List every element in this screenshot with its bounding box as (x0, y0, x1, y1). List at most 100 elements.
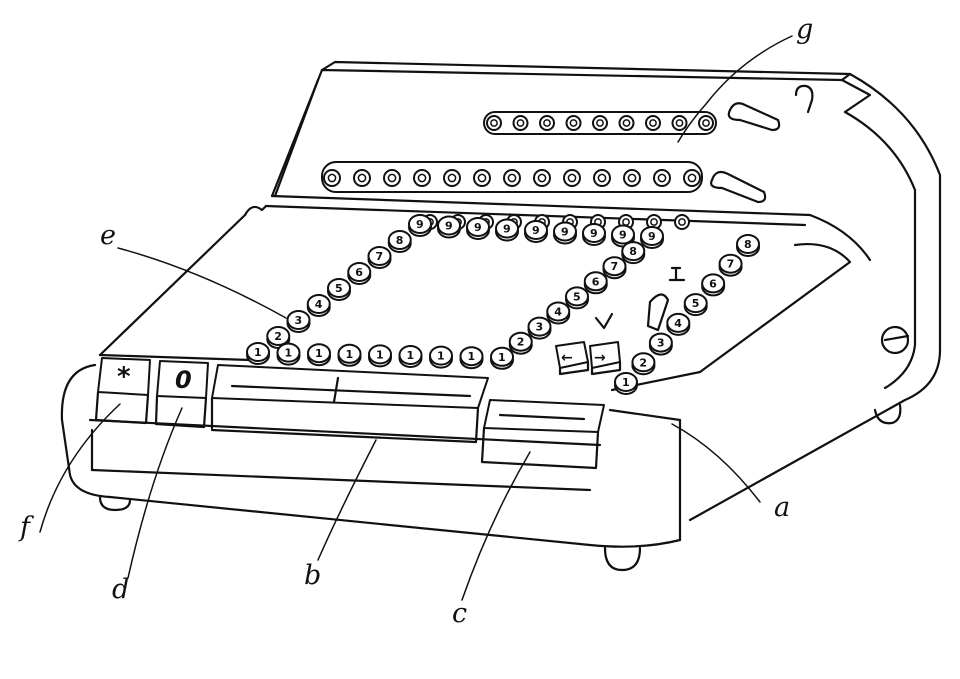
register-dial (623, 169, 641, 187)
register-dial (698, 115, 714, 131)
label-f-text: f (18, 512, 34, 543)
multiplier-key-7[interactable]: 7 (718, 253, 743, 277)
key-digit: 9 (590, 227, 598, 240)
key-4[interactable]: 4 (546, 301, 571, 325)
upper-register-dials (486, 115, 714, 131)
minus-key[interactable] (480, 399, 605, 470)
key-3[interactable]: 3 (527, 316, 552, 340)
key-digit: 1 (346, 348, 354, 361)
register-dial (674, 214, 690, 230)
key-1[interactable]: 1 (398, 345, 423, 368)
key-digit: 6 (709, 277, 717, 290)
left-arrow-key[interactable]: ← (555, 341, 590, 376)
key-digit: 1 (285, 347, 293, 360)
key-column: 19 (337, 218, 519, 367)
star-key[interactable]: * (94, 357, 151, 425)
key-5[interactable]: 5 (565, 286, 589, 310)
label-e-text: e (100, 220, 116, 251)
multiplier-key-5[interactable]: 5 (683, 293, 708, 317)
key-9[interactable]: 9 (408, 214, 432, 237)
register-dial (618, 115, 635, 131)
label-d-text: d (112, 574, 129, 605)
left-arrow-glyph: ← (561, 350, 573, 366)
lower-register (321, 161, 767, 204)
key-digit: 9 (416, 218, 424, 231)
key-9[interactable]: 9 (495, 218, 519, 242)
multiplier-key-3[interactable]: 3 (648, 332, 673, 356)
machine-body (60, 60, 942, 572)
key-1[interactable]: 1 (429, 345, 453, 369)
key-1[interactable]: 1 (246, 342, 270, 365)
key-digit: 1 (498, 351, 506, 364)
plus-key[interactable] (210, 364, 489, 444)
key-9[interactable]: 9 (466, 217, 490, 240)
key-column: 19 (276, 215, 461, 366)
key-digit: 1 (315, 347, 323, 360)
key-digit: 3 (536, 321, 544, 334)
register-dial (413, 169, 431, 187)
star-key-glyph: * (117, 362, 131, 392)
key-9[interactable]: 9 (582, 223, 606, 246)
key-9[interactable]: 9 (640, 226, 664, 249)
key-digit: 9 (474, 221, 482, 234)
label-c: c (452, 451, 531, 629)
register-dial (323, 169, 341, 187)
key-4[interactable]: 4 (306, 294, 331, 317)
key-8[interactable]: 8 (387, 230, 412, 253)
key-1[interactable]: 1 (490, 346, 514, 370)
key-digit: 6 (355, 266, 363, 279)
register-dial (645, 115, 661, 131)
key-6[interactable]: 6 (347, 262, 372, 285)
multiplier-key-6[interactable]: 6 (701, 273, 726, 297)
register-dial (671, 115, 688, 131)
key-3[interactable]: 3 (286, 310, 311, 333)
key-column: 19 (368, 220, 548, 368)
key-1[interactable]: 1 (337, 343, 362, 367)
label-a: a (671, 423, 790, 523)
key-digit: 7 (376, 250, 384, 263)
key-digit: 8 (744, 238, 752, 251)
key-9[interactable]: 9 (524, 220, 548, 243)
key-9[interactable]: 9 (437, 215, 461, 239)
register-dial (512, 115, 529, 131)
key-6[interactable]: 6 (583, 271, 608, 295)
key-digit: 6 (592, 275, 600, 288)
key-2[interactable]: 2 (508, 331, 533, 355)
register-dial (539, 115, 555, 131)
multiplier-key-4[interactable]: 4 (666, 312, 691, 336)
zero-key[interactable]: 0 (154, 360, 209, 429)
key-8[interactable]: 8 (621, 241, 646, 265)
key-digit: 5 (335, 282, 343, 295)
register-dial (653, 169, 671, 187)
register-dial (683, 169, 701, 187)
key-5[interactable]: 5 (327, 278, 351, 301)
key-digit: 1 (407, 349, 415, 362)
key-column: 19 (307, 217, 490, 367)
register-dial (593, 169, 611, 187)
key-digit: 2 (274, 330, 282, 343)
key-column: 19 (398, 221, 577, 368)
register-dial (563, 169, 581, 187)
multiplier-key-8[interactable]: 8 (736, 234, 760, 257)
key-1[interactable]: 1 (307, 343, 331, 367)
multiplier-key-1[interactable]: 1 (614, 372, 638, 395)
key-digit: 1 (622, 376, 630, 389)
key-digit: 7 (727, 258, 735, 271)
key-1[interactable]: 1 (459, 346, 484, 370)
right-arrow-key[interactable]: → (589, 341, 622, 376)
key-digit: 2 (639, 356, 647, 369)
key-digit: 9 (648, 230, 656, 243)
multiplier-key-2[interactable]: 2 (631, 352, 656, 376)
key-7[interactable]: 7 (367, 246, 392, 269)
key-1[interactable]: 1 (368, 344, 392, 368)
key-7[interactable]: 7 (602, 256, 627, 280)
right-arrow-glyph: → (594, 350, 606, 366)
zero-key-glyph: 0 (175, 366, 192, 394)
key-1[interactable]: 1 (276, 342, 301, 366)
key-9[interactable]: 9 (553, 221, 577, 245)
label-c-text: c (452, 598, 467, 629)
key-digit: 8 (629, 245, 637, 258)
